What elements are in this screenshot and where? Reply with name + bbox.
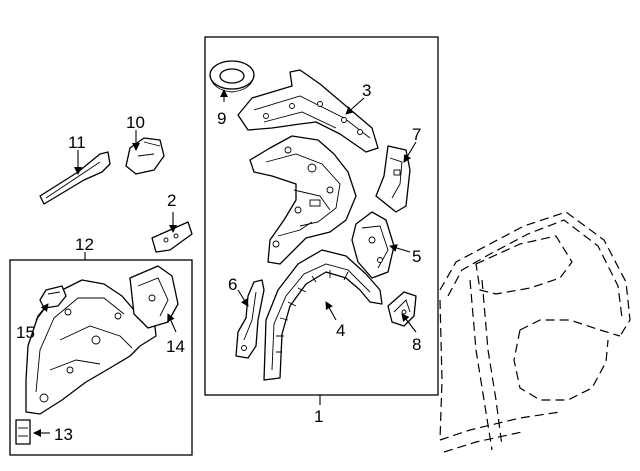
part-4-wheelhouse [263, 249, 383, 381]
assembly-box-1 [204, 36, 439, 396]
part-6-pillar [235, 279, 265, 359]
part-2-plate [151, 221, 193, 253]
leader-5 [389, 244, 411, 253]
leader-15 [35, 303, 49, 321]
callout-2: 2 [167, 191, 176, 210]
part-5-gusset [351, 211, 395, 279]
callout-3: 3 [362, 81, 371, 100]
assembly-box-12 [9, 259, 193, 456]
callout-6: 6 [228, 275, 237, 294]
callout-10: 10 [126, 113, 145, 132]
callout-5: 5 [412, 247, 421, 266]
part-1-inner-panel [249, 135, 357, 265]
callout-13: 13 [54, 425, 73, 444]
callout-15: 15 [16, 323, 35, 342]
part-14-bracket [129, 265, 179, 329]
part-13-pad [15, 419, 31, 445]
callout-9: 9 [217, 109, 226, 128]
callout-4: 4 [336, 321, 345, 340]
vehicle-body-outline [439, 211, 631, 453]
callout-1: 1 [314, 407, 323, 426]
leader-7 [403, 141, 417, 163]
leader-4 [325, 301, 337, 321]
leader-8 [401, 313, 417, 333]
leader-3 [345, 97, 365, 115]
part-9-seal [209, 60, 255, 93]
callout-12: 12 [75, 235, 94, 254]
leader-6 [237, 289, 249, 307]
callout-14: 14 [166, 337, 185, 356]
part-7-bracket [375, 145, 411, 213]
part-10-cap [125, 137, 165, 175]
callout-11: 11 [68, 133, 86, 152]
leader-14 [167, 313, 177, 333]
part-8-bracket [387, 291, 417, 327]
part-11-strip [39, 151, 111, 205]
callout-7: 7 [412, 125, 421, 144]
callout-8: 8 [412, 335, 421, 354]
part-3-upper-rail [237, 69, 379, 153]
